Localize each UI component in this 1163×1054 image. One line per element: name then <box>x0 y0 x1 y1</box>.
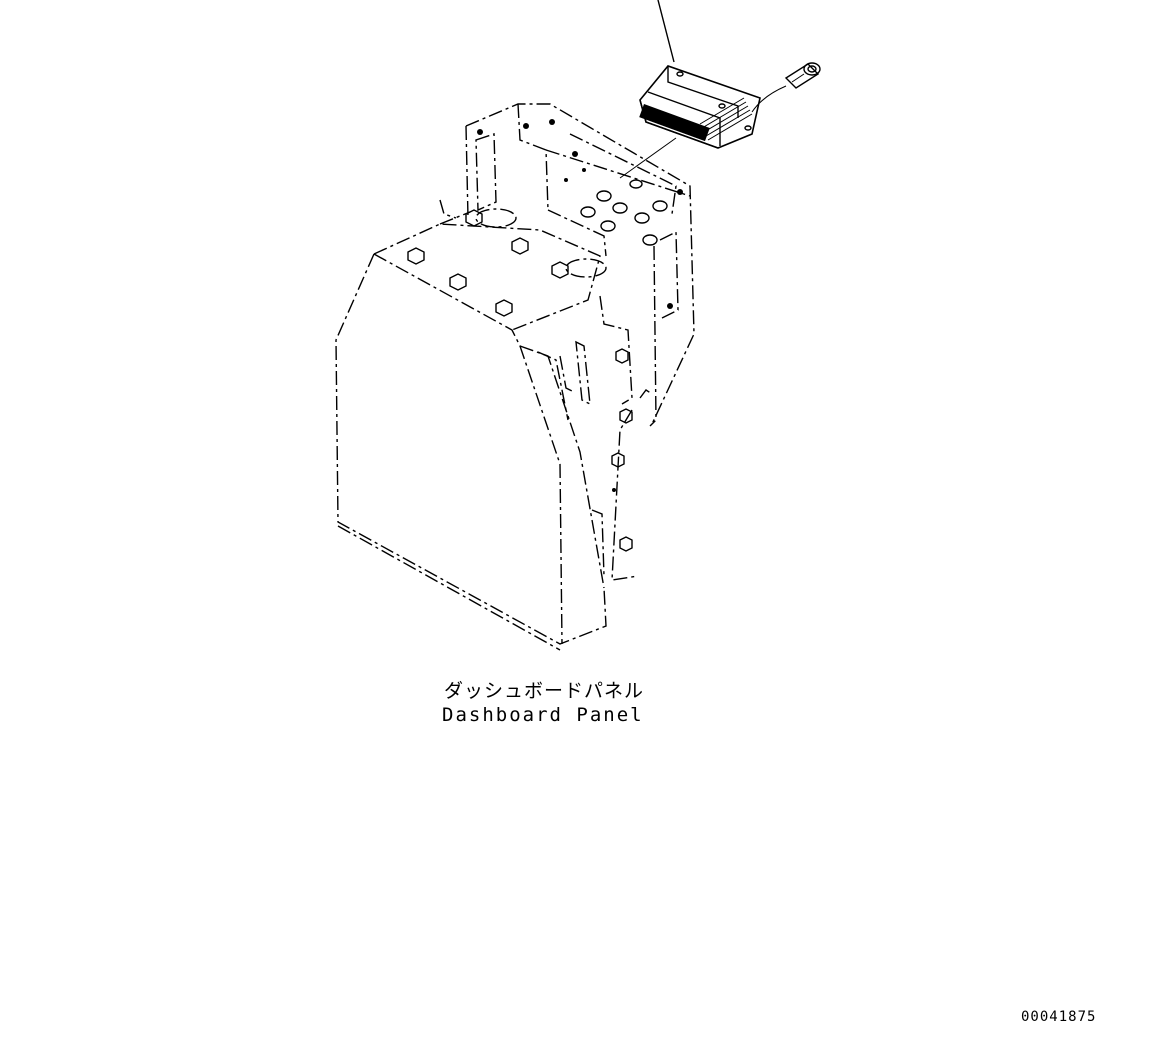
bolt-part <box>784 62 821 89</box>
panel-label-english: Dashboard Panel <box>442 704 644 726</box>
connector-module <box>639 65 761 149</box>
panel-label-japanese: ダッシュボードパネル <box>444 680 645 702</box>
reference-number: 00041875 <box>1021 1009 1097 1025</box>
leader-line-top <box>657 0 675 63</box>
dashboard-panel-outline <box>335 103 695 651</box>
leader-line-bolt <box>751 85 787 113</box>
leader-line-module <box>619 137 677 179</box>
